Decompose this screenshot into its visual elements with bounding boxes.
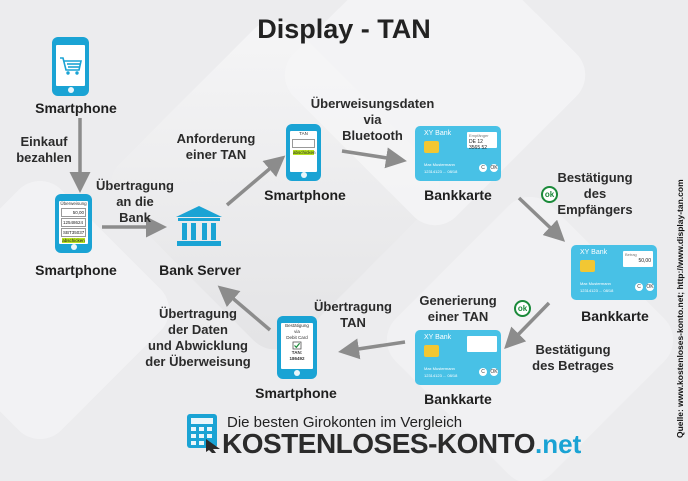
smartphone-tan-request: TAN abschicken (286, 124, 321, 181)
node-bankkarte-right: Bankkarte (581, 308, 649, 324)
checkbox-icon (292, 341, 302, 350)
card-bank-name: XY Bank (580, 249, 608, 256)
label-bestaetigung-betrag: Bestätigung des Betrages (532, 342, 614, 373)
card-holder: Max Mustermann (424, 162, 455, 167)
screen-bottom-line2: via (294, 329, 300, 334)
card-clear-button: C (479, 164, 487, 172)
logo-tld: .net (535, 429, 582, 459)
arrow-to-right-card (517, 196, 566, 242)
card-display-value: DE 12 3565 52 (469, 139, 488, 151)
label-anforderung: Anforderung einer TAN (176, 131, 256, 162)
screen-send-button: abschicken (62, 238, 85, 243)
card-bank-name: XY Bank (424, 334, 452, 341)
card-holder: Max Mustermann (580, 281, 611, 286)
card-display: Betrag 50,00 (623, 251, 653, 267)
source-credit: Quelle: www.kostenloses-konto.net; http:… (675, 179, 685, 438)
label-bestaetigung-empfaenger: Bestätigung des Empfängers (557, 170, 633, 217)
chip-icon (424, 141, 439, 153)
label-generierung: Generierung einer TAN (419, 293, 497, 324)
card-display-caption: Empfänger (469, 133, 489, 138)
card-number: 12314123 ... 08/18 (580, 288, 614, 293)
screen-tan-value: 186492 (289, 356, 305, 361)
chip-icon (424, 345, 439, 357)
label-einkauf: Einkauf bezahlen (16, 134, 72, 165)
screen-tan-header: TAN (299, 131, 308, 136)
node-smartphone-mid: Smartphone (35, 262, 117, 278)
label-ueberweisungsdaten: Überweisungsdaten via Bluetooth (310, 96, 435, 143)
node-smartphone-center: Smartphone (264, 187, 346, 203)
card-clear-button: C (635, 283, 643, 291)
card-clear-button: C (479, 368, 487, 376)
arrow-bluetooth (341, 147, 407, 169)
card-display-caption: Betrag (625, 252, 637, 257)
node-smartphone-bottom: Smartphone (255, 385, 337, 401)
node-smartphone-top: Smartphone (35, 100, 117, 116)
arrow-tan (338, 338, 406, 360)
node-bankkarte-bottom: Bankkarte (424, 391, 492, 407)
logo-wordmark: KOSTENLOSES-KONTO.net (222, 428, 581, 460)
screen-line2: SBT35037 (61, 228, 86, 237)
bankcard-top: XY Bank Empfänger DE 12 3565 52 Max Must… (415, 126, 501, 181)
card-ok-button: OK (490, 164, 498, 172)
label-uebertragung-tan: Übertragung TAN (314, 299, 392, 330)
calculator-logo-icon (187, 414, 220, 453)
screen-bottom-line1: Bestätigung (285, 323, 309, 328)
page-title: Display - TAN (257, 14, 431, 44)
smartphone-tan-display: Bestätigung via Debit Card TAN: 186492 (277, 316, 317, 379)
screen-bottom-line3: Debit Card (286, 335, 308, 340)
card-ok-button: OK (490, 368, 498, 376)
label-uebertragung-daten: Übertragung der Daten und Abwicklung der… (145, 306, 251, 369)
label-uebertragung-bank: Übertragung an die Bank (96, 178, 174, 225)
smartphone-transfer: Überweisung 50,00 12548624 SBT35037 absc… (55, 194, 92, 253)
bankcard-right: XY Bank Betrag 50,00 Max Mustermann 1231… (571, 245, 657, 300)
ok-icon: ok (514, 300, 531, 317)
card-number: 12314123 ... 08/18 (424, 373, 458, 378)
arrow-to-server (217, 285, 272, 332)
arrow-to-bottom-card (504, 301, 551, 350)
screen-line1: 12548624 (61, 218, 86, 227)
chip-icon (580, 260, 595, 272)
smartphone-cart (52, 37, 89, 96)
logo-brand: KOSTENLOSES-KONTO (222, 428, 536, 459)
arrow-anforderung (225, 155, 286, 207)
screen-tan-button: abschicken (293, 150, 316, 155)
node-bankkarte-top: Bankkarte (424, 187, 492, 203)
card-holder: Max Mustermann (424, 366, 455, 371)
screen-tan-field (292, 139, 315, 148)
screen-tan-label: TAN: (291, 350, 303, 355)
card-display (467, 336, 497, 352)
screen-amount: 50,00 (61, 208, 86, 217)
card-number: 12314123 ... 08/18 (424, 169, 458, 174)
screen-header: Überweisung (60, 201, 87, 206)
card-display-value: 50,00 (638, 258, 651, 264)
card-bank-name: XY Bank (424, 130, 452, 137)
logo-tagline: Die besten Girokonten im Vergleich (227, 414, 463, 431)
node-bank-server: Bank Server (159, 262, 241, 278)
card-ok-button: OK (646, 283, 654, 291)
cart-icon (60, 57, 82, 75)
ok-icon: ok (541, 186, 558, 203)
bank-building-icon (176, 206, 222, 246)
bankcard-bottom: XY Bank Max Mustermann 12314123 ... 08/1… (415, 330, 501, 385)
card-display: Empfänger DE 12 3565 52 (467, 132, 497, 151)
